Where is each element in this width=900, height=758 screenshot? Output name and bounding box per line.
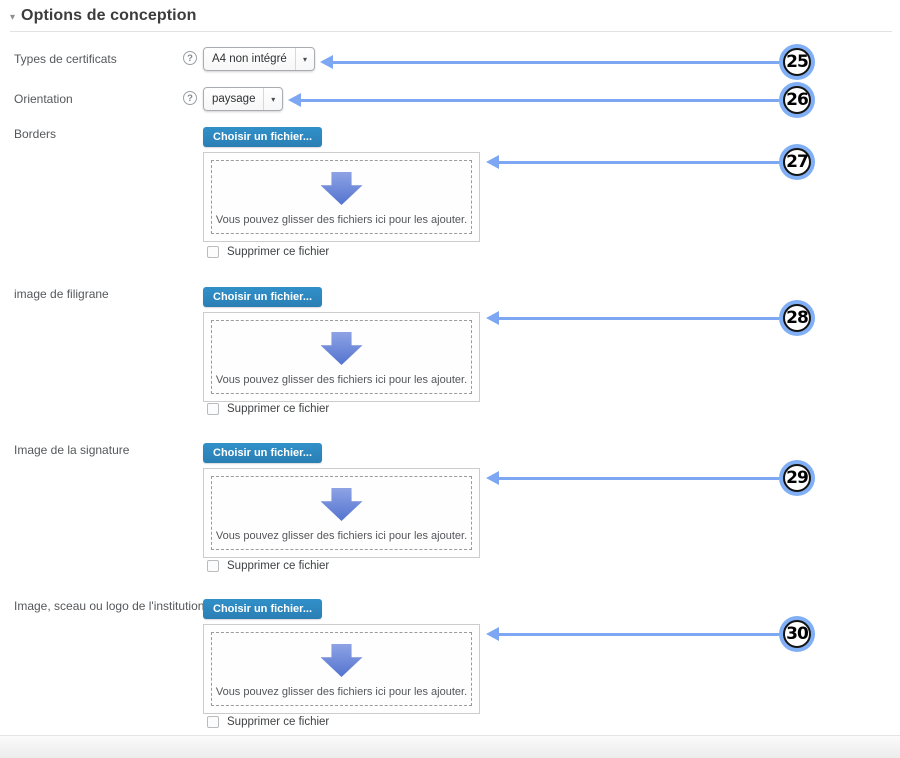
annotation-line-30 bbox=[497, 632, 780, 636]
annotation-line-27 bbox=[497, 160, 780, 164]
annotation-badge-30: 30 bbox=[783, 620, 811, 648]
institution-logo-label: Image, sceau ou logo de l'institution. bbox=[14, 599, 208, 613]
delete-file-row: Supprimer ce fichier bbox=[207, 560, 329, 572]
delete-file-checkbox[interactable] bbox=[207, 560, 219, 572]
collapse-triangle-icon[interactable]: ▾ bbox=[10, 11, 16, 23]
annotation-line-26 bbox=[299, 98, 780, 102]
section-header: ▾ Options de conception bbox=[10, 7, 196, 25]
choose-file-button[interactable]: Choisir un fichier... bbox=[203, 599, 323, 619]
institution-logo-dropzone[interactable]: Vous pouvez glisser des fichiers ici pou… bbox=[203, 624, 480, 714]
certificate-type-label: Types de certificats bbox=[14, 52, 117, 66]
dropzone-dashed-area: Vous pouvez glisser des fichiers ici pou… bbox=[211, 160, 472, 234]
delete-file-checkbox[interactable] bbox=[207, 246, 219, 258]
watermark-dropzone[interactable]: Vous pouvez glisser des fichiers ici pou… bbox=[203, 312, 480, 402]
delete-file-checkbox[interactable] bbox=[207, 403, 219, 415]
delete-file-label: Supprimer ce fichier bbox=[227, 716, 330, 728]
header-divider bbox=[10, 31, 892, 32]
certificate-type-select[interactable]: A4 non intégré ▾ bbox=[203, 47, 315, 71]
bottom-page-band bbox=[0, 735, 900, 758]
select-caret-zone: ▾ bbox=[295, 48, 314, 70]
borders-dropzone[interactable]: Vous pouvez glisser des fichiers ici pou… bbox=[203, 152, 480, 242]
watermark-label: image de filigrane bbox=[14, 287, 109, 301]
select-caret-zone: ▾ bbox=[263, 88, 282, 110]
chevron-down-icon: ▾ bbox=[271, 94, 276, 104]
annotation-line-28 bbox=[497, 316, 780, 320]
dropzone-hint: Vous pouvez glisser des fichiers ici pou… bbox=[215, 374, 468, 386]
delete-file-row: Supprimer ce fichier bbox=[207, 246, 329, 258]
delete-file-row: Supprimer ce fichier bbox=[207, 716, 329, 728]
dropzone-dashed-area: Vous pouvez glisser des fichiers ici pou… bbox=[211, 320, 472, 394]
annotation-badge-27: 27 bbox=[783, 148, 811, 176]
annotation-arrowhead-28 bbox=[486, 311, 499, 325]
annotation-arrowhead-25 bbox=[320, 55, 333, 69]
dropzone-hint: Vous pouvez glisser des fichiers ici pou… bbox=[215, 530, 468, 542]
orientation-value: paysage bbox=[212, 93, 256, 105]
download-arrow-icon bbox=[320, 488, 363, 521]
help-icon[interactable]: ? bbox=[183, 91, 197, 105]
orientation-select[interactable]: paysage ▾ bbox=[203, 87, 283, 111]
annotation-badge-28: 28 bbox=[783, 304, 811, 332]
delete-file-label: Supprimer ce fichier bbox=[227, 403, 330, 415]
delete-file-label: Supprimer ce fichier bbox=[227, 560, 330, 572]
annotation-line-29 bbox=[497, 476, 780, 480]
delete-file-row: Supprimer ce fichier bbox=[207, 403, 329, 415]
question-glyph: ? bbox=[187, 52, 193, 64]
certificate-type-value: A4 non intégré bbox=[212, 53, 287, 65]
annotation-arrowhead-27 bbox=[486, 155, 499, 169]
dropzone-hint: Vous pouvez glisser des fichiers ici pou… bbox=[215, 214, 468, 226]
signature-dropzone[interactable]: Vous pouvez glisser des fichiers ici pou… bbox=[203, 468, 480, 558]
choose-file-button[interactable]: Choisir un fichier... bbox=[203, 287, 323, 307]
question-glyph: ? bbox=[187, 92, 193, 104]
chevron-down-icon: ▾ bbox=[302, 54, 307, 64]
delete-file-label: Supprimer ce fichier bbox=[227, 246, 330, 258]
annotation-badge-26: 26 bbox=[783, 86, 811, 114]
annotation-badge-29: 29 bbox=[783, 464, 811, 492]
dropzone-dashed-area: Vous pouvez glisser des fichiers ici pou… bbox=[211, 476, 472, 550]
borders-label: Borders bbox=[14, 127, 57, 141]
section-title: Options de conception bbox=[21, 7, 197, 24]
help-icon[interactable]: ? bbox=[183, 51, 197, 65]
choose-file-button[interactable]: Choisir un fichier... bbox=[203, 127, 323, 147]
choose-file-button[interactable]: Choisir un fichier... bbox=[203, 443, 323, 463]
dropzone-dashed-area: Vous pouvez glisser des fichiers ici pou… bbox=[211, 632, 472, 706]
download-arrow-icon bbox=[320, 644, 363, 677]
orientation-label: Orientation bbox=[14, 92, 73, 106]
annotation-line-25 bbox=[331, 60, 780, 64]
annotation-arrowhead-30 bbox=[486, 627, 499, 641]
annotation-badge-25: 25 bbox=[783, 48, 811, 76]
annotation-arrowhead-29 bbox=[486, 471, 499, 485]
download-arrow-icon bbox=[320, 332, 363, 365]
dropzone-hint: Vous pouvez glisser des fichiers ici pou… bbox=[215, 686, 468, 698]
delete-file-checkbox[interactable] bbox=[207, 716, 219, 728]
annotation-arrowhead-26 bbox=[288, 93, 301, 107]
download-arrow-icon bbox=[320, 172, 363, 205]
signature-label: Image de la signature bbox=[14, 443, 130, 457]
